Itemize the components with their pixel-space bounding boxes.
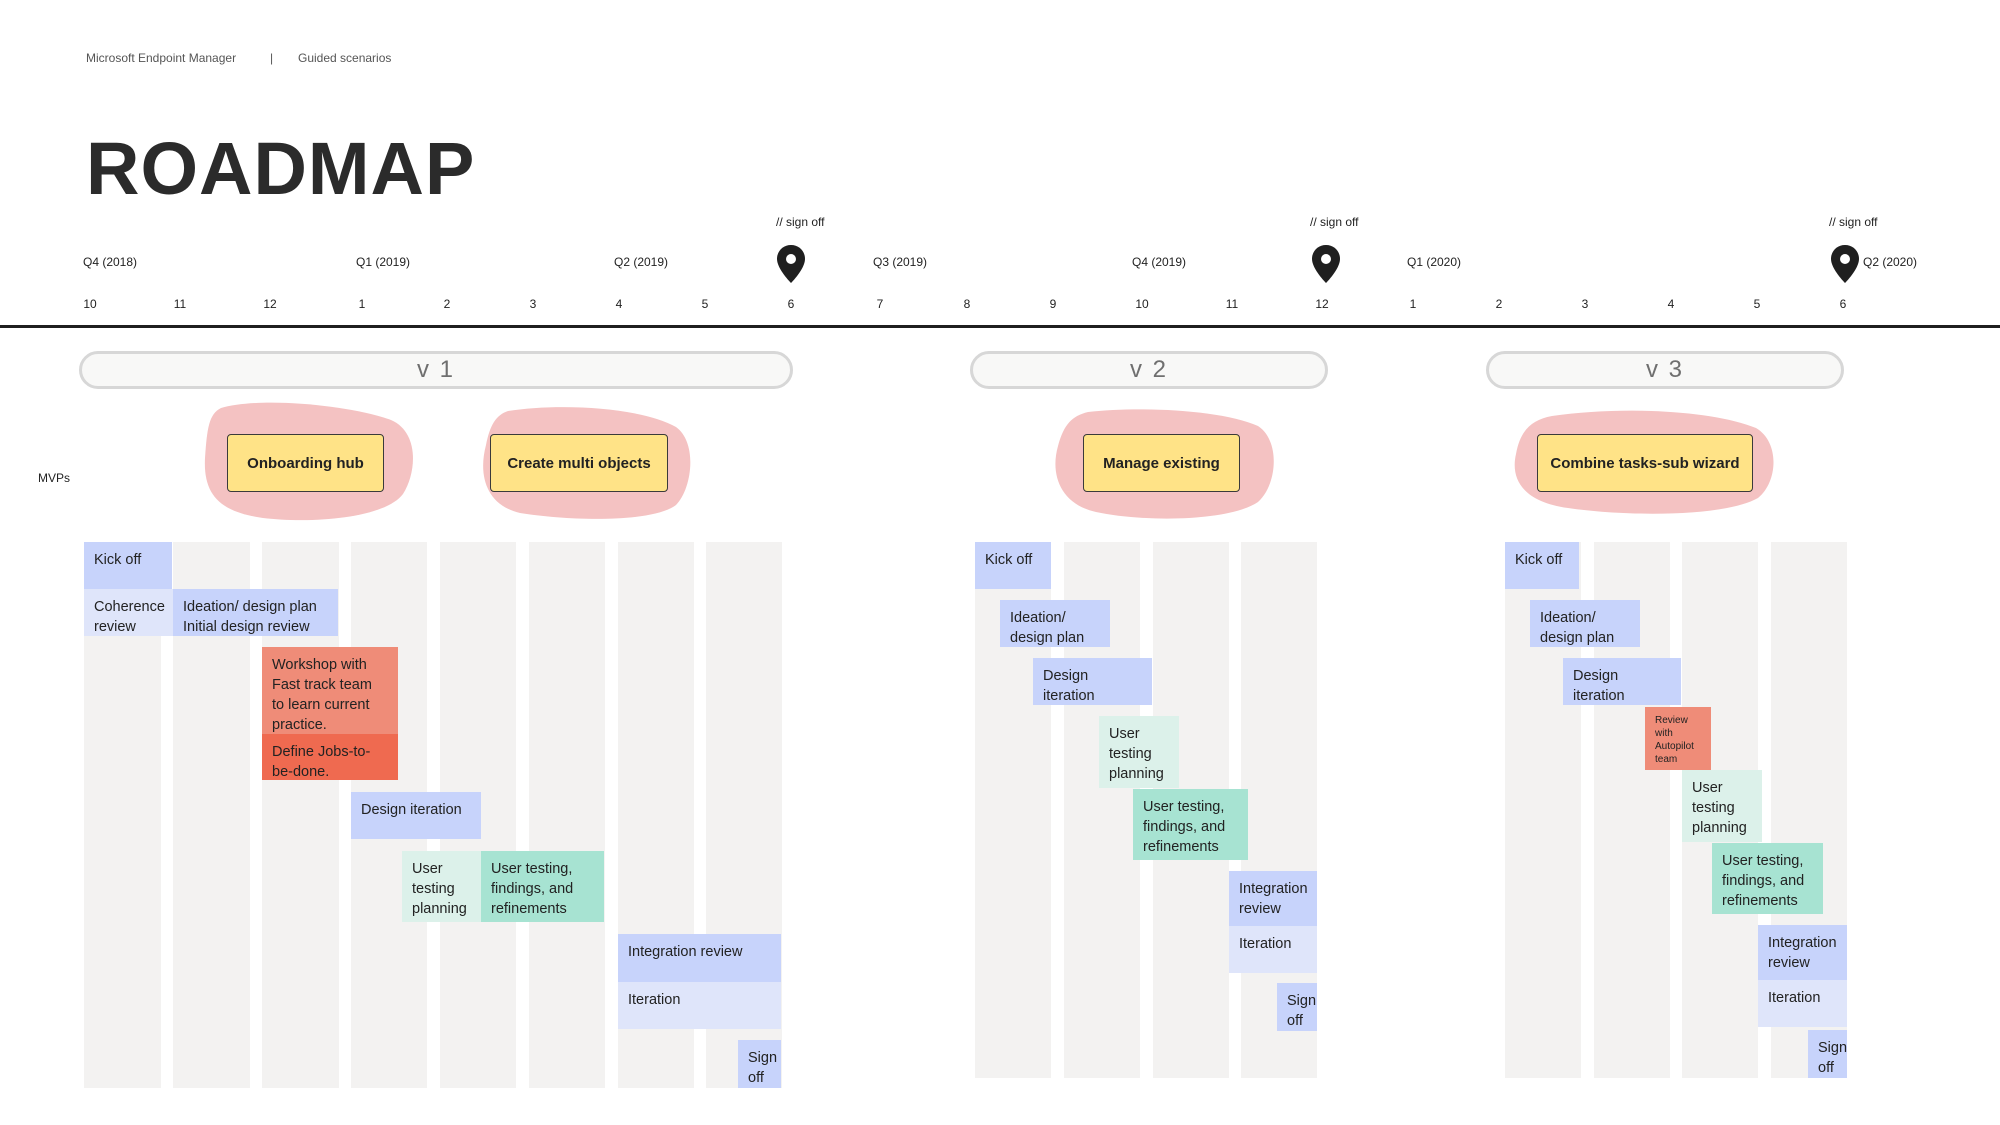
quarter-label: Q4 (2019) [1132, 255, 1187, 269]
map-pin-icon [1312, 245, 1340, 283]
task-design-iteration: Design iteration [1033, 658, 1152, 705]
header-section: Guided scenarios [298, 51, 392, 65]
task-ideation: Ideation/ design plan [1530, 600, 1640, 647]
mvp-card: Combine tasks-sub wizard [1537, 434, 1753, 492]
task-integration-review: Integration review [1758, 925, 1847, 980]
map-pin-icon [777, 245, 805, 283]
signoff-label: // sign off [1310, 215, 1359, 229]
task-integration-review: Integration review [618, 934, 781, 982]
task-design-iteration: Design iteration [351, 792, 481, 839]
task-sign-off: Sign off [1277, 983, 1317, 1031]
quarter-label: Q2 (2019) [614, 255, 669, 269]
month-label: 3 [529, 297, 537, 311]
header-product: Microsoft Endpoint Manager [86, 51, 237, 65]
task-iteration: Iteration [1758, 980, 1847, 1027]
task-kickoff: Kick off [975, 542, 1051, 589]
map-pin-icon [1831, 245, 1859, 283]
signoff-label: // sign off [776, 215, 825, 229]
version-pill: v 1 [79, 351, 793, 389]
mvp-card: Create multi objects [490, 434, 668, 492]
month-label: 1 [358, 297, 366, 311]
task-coherence-review: Coherence review [84, 589, 173, 636]
month-label: 5 [1753, 297, 1761, 311]
task-sign-off: Sign off [1808, 1030, 1847, 1078]
month-label: 6 [1839, 297, 1847, 311]
quarter-label: Q1 (2019) [356, 255, 411, 269]
month-label: 1 [1409, 297, 1417, 311]
month-label: 2 [1495, 297, 1503, 311]
month-label: 2 [443, 297, 451, 311]
quarter-label: Q4 (2018) [83, 255, 138, 269]
quarter-label: Q2 (2020) [1863, 255, 1918, 269]
header-separator: | [270, 51, 274, 65]
task-user-testing-findings: User testing, findings, and refinements [1133, 789, 1248, 860]
month-label: 11 [173, 297, 187, 311]
task-define-jtbd: Define Jobs-to-be-done. [262, 734, 398, 780]
mvp-card: Onboarding hub [227, 434, 384, 492]
task-user-testing-findings: User testing, findings, and refinements [1712, 843, 1823, 914]
task-ideation: Ideation/ design plan [1000, 600, 1110, 647]
month-label: 11 [1225, 297, 1239, 311]
version-pill: v 3 [1486, 351, 1844, 389]
quarter-label: Q1 (2020) [1407, 255, 1462, 269]
task-integration-review: Integration review [1229, 871, 1317, 926]
mvps-label: MVPs [38, 471, 71, 485]
version-pill: v 2 [970, 351, 1328, 389]
signoff-label: // sign off [1829, 215, 1878, 229]
task-user-testing-planning: User testing planning [1099, 716, 1179, 788]
task-workshop: Workshop with Fast track team to learn c… [262, 647, 398, 734]
month-label: 7 [876, 297, 884, 311]
task-kickoff: Kick off [84, 542, 172, 589]
month-label: 6 [787, 297, 795, 311]
task-user-testing-planning: User testing planning [1682, 770, 1762, 842]
month-label: 10 [83, 297, 97, 311]
month-column [529, 542, 605, 1088]
month-label: 4 [1667, 297, 1675, 311]
month-label: 4 [615, 297, 623, 311]
month-label: 10 [1135, 297, 1149, 311]
month-label: 3 [1581, 297, 1589, 311]
quarter-label: Q3 (2019) [873, 255, 928, 269]
month-label: 8 [963, 297, 971, 311]
task-sign-off: Sign off [738, 1040, 781, 1088]
task-review-autopilot: Review with Autopilot team [1645, 707, 1711, 770]
task-iteration: Iteration [618, 982, 781, 1029]
task-kickoff: Kick off [1505, 542, 1579, 589]
mvp-card: Manage existing [1083, 434, 1240, 492]
task-iteration: Iteration [1229, 926, 1317, 973]
task-user-testing-findings: User testing, findings, and refinements [481, 851, 604, 922]
task-user-testing-planning: User testing planning [402, 851, 482, 922]
task-ideation: Ideation/ design plan Initial design rev… [173, 589, 338, 636]
month-label: 5 [701, 297, 709, 311]
task-design-iteration: Design iteration [1563, 658, 1681, 705]
month-label: 12 [1315, 297, 1329, 311]
timeline-axis [0, 325, 2000, 328]
page-title: ROADMAP [86, 127, 476, 210]
month-label: 9 [1049, 297, 1057, 311]
month-label: 12 [263, 297, 277, 311]
